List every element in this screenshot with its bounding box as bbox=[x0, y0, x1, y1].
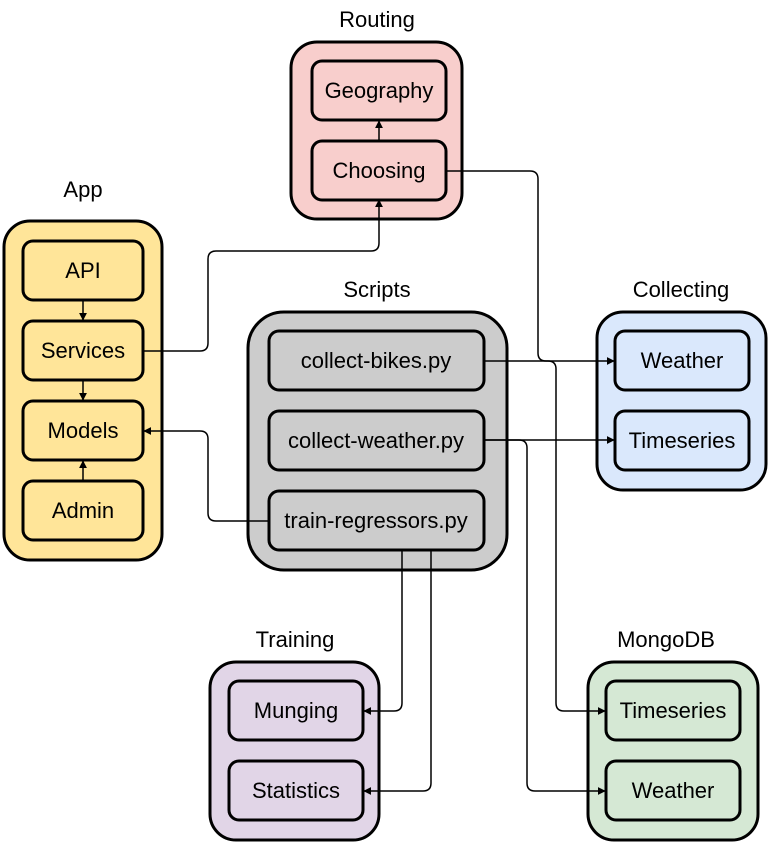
app-models-node: Models bbox=[21, 399, 145, 462]
scripts-group-title: Scripts bbox=[343, 277, 410, 302]
training-munging-node: Munging bbox=[227, 679, 365, 742]
mongodb-group-title: MongoDB bbox=[617, 627, 715, 652]
app-api-node: API bbox=[21, 239, 145, 302]
edge-collect-weather-to-mongodb-weather bbox=[484, 439, 606, 795]
scripts-collect-weather-label: collect-weather.py bbox=[288, 428, 464, 453]
routing-group-title: Routing bbox=[339, 7, 415, 32]
routing-geography-label: Geography bbox=[325, 78, 434, 103]
training-munging-label: Munging bbox=[254, 698, 338, 723]
edge-services-to-choosing bbox=[143, 199, 383, 352]
mongodb-timeseries-node: Timeseries bbox=[604, 679, 742, 742]
routing-choosing-node: Choosing bbox=[310, 139, 448, 202]
mongodb-weather-node: Weather bbox=[604, 759, 742, 822]
collecting-weather-label: Weather bbox=[641, 348, 724, 373]
app-models-label: Models bbox=[48, 418, 119, 443]
edge-train-regressors-to-models bbox=[143, 427, 269, 522]
app-services-label: Services bbox=[41, 338, 125, 363]
collecting-group-title: Collecting bbox=[633, 277, 730, 302]
app-services-node: Services bbox=[21, 319, 145, 382]
routing-choosing-label: Choosing bbox=[333, 158, 426, 183]
edges bbox=[79, 120, 615, 795]
training-statistics-node: Statistics bbox=[227, 759, 365, 822]
app-admin-label: Admin bbox=[52, 498, 114, 523]
scripts-collect-bikes-node: collect-bikes.py bbox=[267, 329, 486, 392]
app-admin-node: Admin bbox=[21, 479, 145, 542]
collecting-weather-node: Weather bbox=[613, 329, 751, 392]
training-statistics-label: Statistics bbox=[252, 778, 340, 803]
routing-geography-node: Geography bbox=[310, 59, 448, 122]
scripts-collect-weather-node: collect-weather.py bbox=[267, 409, 486, 472]
mongodb-weather-label: Weather bbox=[632, 778, 715, 803]
edge-collect-bikes-to-mongodb-timeseries bbox=[484, 360, 606, 715]
scripts-train-regressors-node: train-regressors.py bbox=[267, 489, 486, 552]
training-group-title: Training bbox=[256, 627, 335, 652]
mongodb-timeseries-label: Timeseries bbox=[620, 698, 727, 723]
app-group-title: App bbox=[63, 177, 102, 202]
scripts-collect-bikes-label: collect-bikes.py bbox=[301, 348, 451, 373]
edge-train-regressors-to-munging bbox=[363, 550, 403, 715]
app-api-label: API bbox=[65, 258, 100, 283]
scripts-train-regressors-label: train-regressors.py bbox=[284, 508, 467, 533]
collecting-timeseries-node: Timeseries bbox=[613, 409, 751, 472]
edge-train-regressors-to-statistics bbox=[363, 550, 432, 795]
collecting-timeseries-label: Timeseries bbox=[629, 428, 736, 453]
